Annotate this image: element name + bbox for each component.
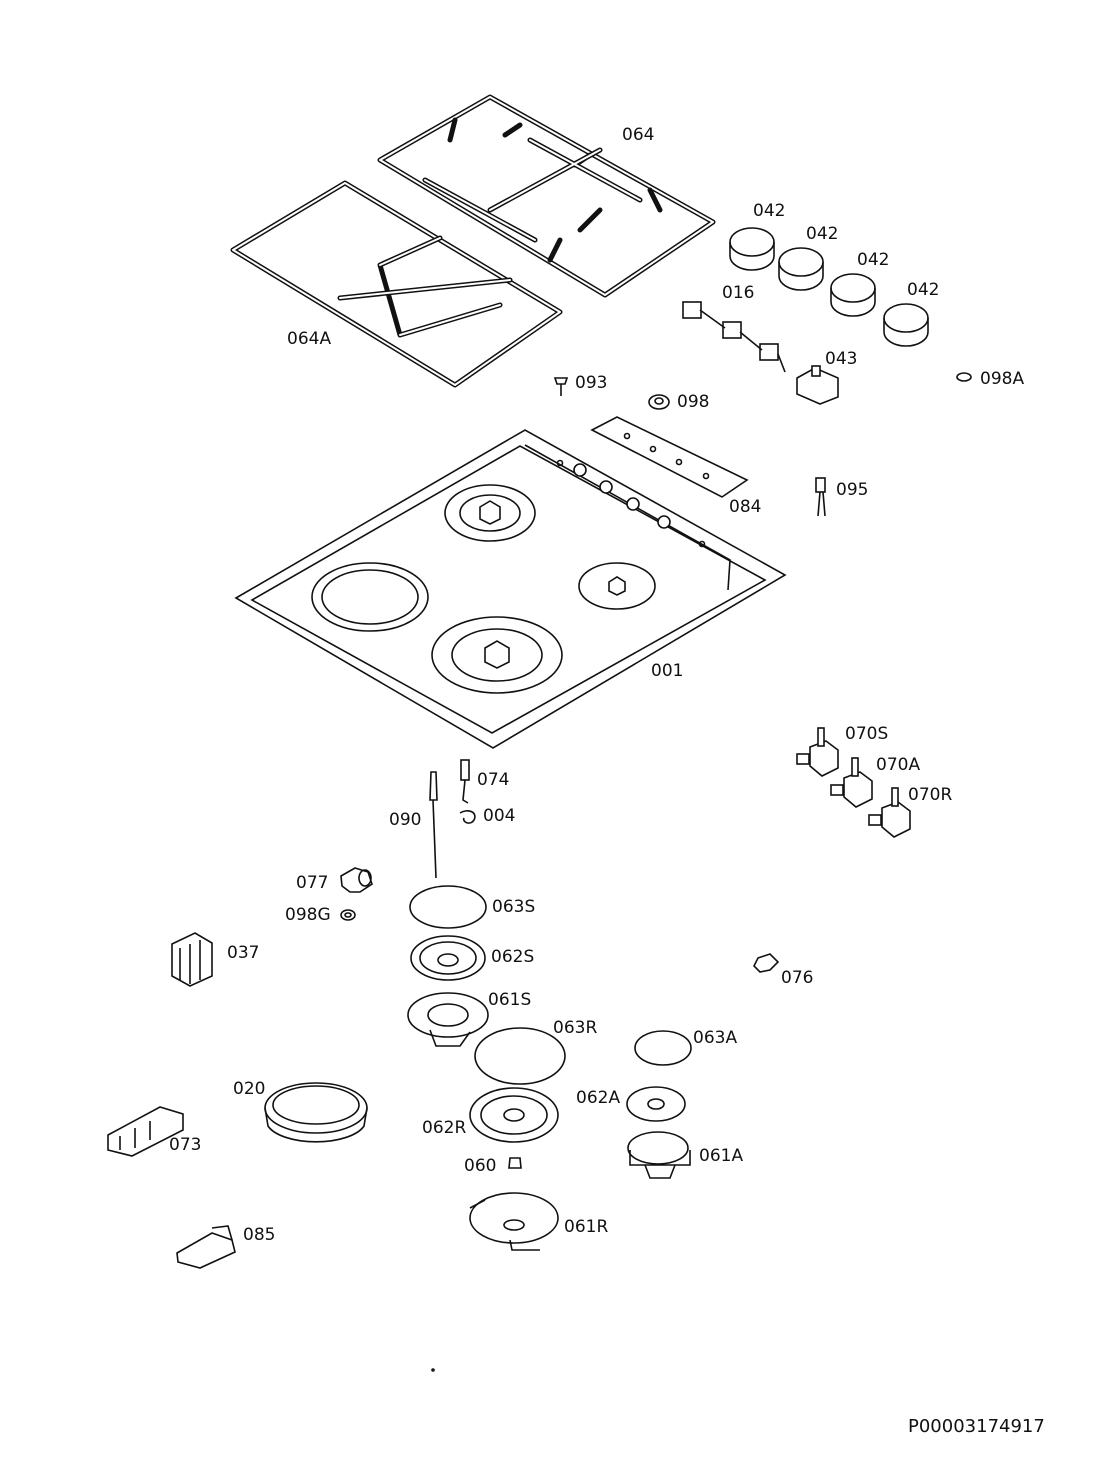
label-093: 093	[575, 373, 607, 393]
label-037: 037	[227, 943, 259, 963]
label-098G: 098G	[285, 905, 331, 925]
part-043-ignition-unit	[796, 365, 839, 405]
label-061S: 061S	[488, 990, 531, 1010]
label-063A: 063A	[693, 1028, 737, 1048]
part-095-sensor	[815, 477, 826, 517]
label-060: 060	[464, 1156, 496, 1176]
label-077: 077	[296, 873, 328, 893]
part-084-control-strip	[590, 416, 749, 498]
part-060-injector	[508, 1157, 522, 1169]
label-085: 085	[243, 1225, 275, 1245]
label-095: 095	[836, 480, 868, 500]
part-063R-burner-cap	[474, 1027, 566, 1085]
label-043: 043	[825, 349, 857, 369]
part-063A-burner-cap	[634, 1030, 692, 1066]
part-093-screw	[553, 377, 569, 396]
label-062A: 062A	[576, 1088, 620, 1108]
label-098: 098	[677, 392, 709, 412]
part-077-elbow	[340, 867, 373, 893]
part-062S-flame-spreader	[410, 935, 486, 981]
part-074-spark-electrode	[460, 759, 470, 804]
stray-dot	[431, 1368, 435, 1372]
part-037-bracket	[171, 932, 213, 987]
label-063S: 063S	[492, 897, 535, 917]
part-064-pan-support	[377, 94, 716, 298]
part-070-gas-valves	[796, 727, 911, 838]
label-070S: 070S	[845, 724, 888, 744]
label-064A: 064A	[287, 329, 331, 349]
label-042: 042	[857, 250, 889, 270]
label-090: 090	[389, 810, 421, 830]
part-020-hotplate	[264, 1082, 368, 1143]
label-020: 020	[233, 1079, 265, 1099]
part-076-clip	[753, 953, 780, 973]
part-062R-flame-spreader	[469, 1087, 559, 1143]
part-062A-flame-spreader	[626, 1086, 686, 1122]
part-labels: 064 064A 042 042 042 042 016 043 098A 09…	[169, 125, 1024, 1245]
part-090-thermocouple	[429, 771, 438, 879]
part-073-terminal-block	[107, 1106, 184, 1157]
part-001-hob-top	[234, 429, 787, 749]
label-063R: 063R	[553, 1018, 597, 1038]
label-062R: 062R	[422, 1118, 466, 1138]
label-074: 074	[477, 770, 509, 790]
part-016-switch-harness	[682, 301, 786, 373]
label-084: 084	[729, 497, 761, 517]
part-004-clip	[459, 810, 476, 824]
label-098A: 098A	[980, 369, 1024, 389]
label-070A: 070A	[876, 755, 920, 775]
label-061R: 061R	[564, 1217, 608, 1237]
label-070R: 070R	[908, 785, 952, 805]
part-098G-washer	[340, 909, 356, 921]
label-042: 042	[753, 201, 785, 221]
part-061R-burner-base	[469, 1192, 559, 1251]
label-076: 076	[781, 968, 813, 988]
label-004: 004	[483, 806, 515, 826]
label-001: 001	[651, 661, 683, 681]
part-042-knobs	[729, 227, 929, 347]
label-061A: 061A	[699, 1146, 743, 1166]
document-code: P00003174917	[908, 1416, 1045, 1437]
part-063S-burner-cap	[409, 885, 487, 929]
label-064: 064	[622, 125, 654, 145]
part-061A-burner-base	[627, 1131, 691, 1179]
part-098-grommet	[648, 394, 670, 410]
label-073: 073	[169, 1135, 201, 1155]
label-016: 016	[722, 283, 754, 303]
label-042: 042	[806, 224, 838, 244]
part-061S-burner-base	[407, 992, 489, 1047]
part-098A-washer	[956, 372, 972, 382]
label-062S: 062S	[491, 947, 534, 967]
part-064A-pan-support	[230, 180, 563, 388]
label-042: 042	[907, 280, 939, 300]
part-085-cable-clamp	[176, 1225, 236, 1269]
